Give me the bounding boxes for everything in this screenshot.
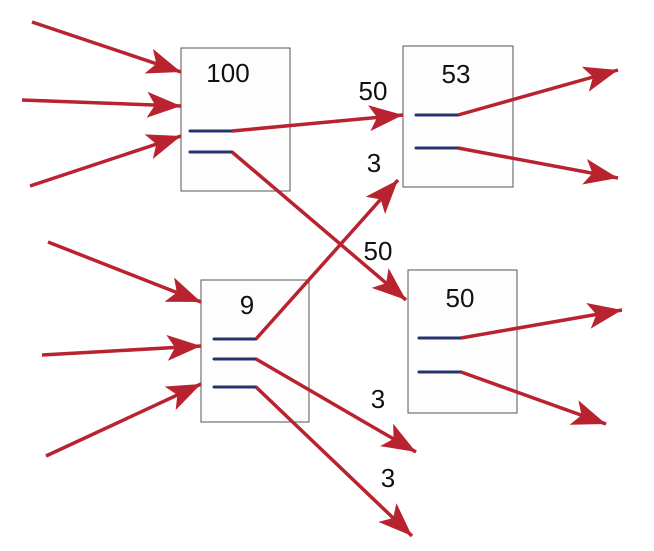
edge-in-c-3	[45, 382, 202, 458]
edge-label-a-to-b: 50	[359, 76, 388, 106]
edge-a-to-d	[230, 150, 408, 302]
edge-label-c-out-mid: 3	[371, 384, 385, 414]
edge-in-c-2	[41, 334, 202, 361]
edge-c-to-b	[254, 178, 400, 341]
edge-label-c-to-b: 3	[367, 148, 381, 178]
edge-c-out-mid	[255, 357, 417, 454]
node-d: 50	[407, 269, 518, 414]
node-c: 9	[200, 279, 310, 423]
edge-c-out-bottom	[254, 385, 414, 538]
edge-in-a-2	[21, 91, 182, 118]
node-b: 53	[402, 45, 514, 188]
node-d-box	[407, 269, 518, 414]
node-d-value: 50	[446, 283, 475, 313]
node-b-value: 53	[442, 59, 471, 89]
edge-in-c-1	[47, 240, 202, 304]
edge-b-out-2	[457, 146, 619, 185]
edge-label-a-to-d: 50	[364, 236, 393, 266]
edge-in-a-3	[29, 134, 182, 188]
node-a-value: 100	[206, 58, 249, 88]
node-c-box	[200, 279, 310, 423]
node-a: 100	[180, 47, 291, 192]
edge-label-c-out-bottom: 3	[381, 463, 395, 493]
edge-a-to-b	[231, 105, 404, 133]
edge-d-out-1	[460, 303, 623, 340]
edge-d-out-2	[460, 370, 607, 426]
node-a-box	[180, 47, 291, 192]
node-c-value: 9	[240, 290, 254, 320]
edge-b-out-1	[457, 66, 619, 117]
edge-in-a-1	[31, 20, 182, 74]
